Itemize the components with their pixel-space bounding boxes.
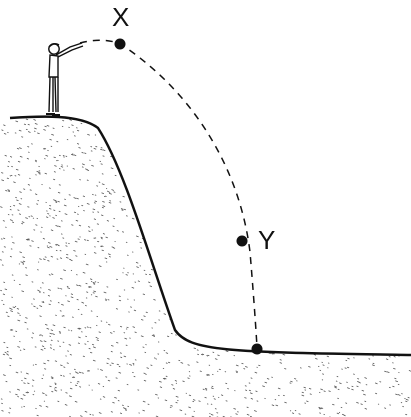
person-throwing-icon (46, 42, 84, 116)
point-x-marker (114, 38, 126, 50)
point-y-label: Y (258, 225, 275, 255)
point-y-marker (236, 235, 248, 247)
cliff-outline (9, 115, 411, 357)
landing-point-marker (251, 343, 263, 355)
cliff-ground-shape (0, 115, 411, 417)
point-x-label: X (112, 2, 129, 32)
dashed-trajectory (79, 39, 258, 348)
